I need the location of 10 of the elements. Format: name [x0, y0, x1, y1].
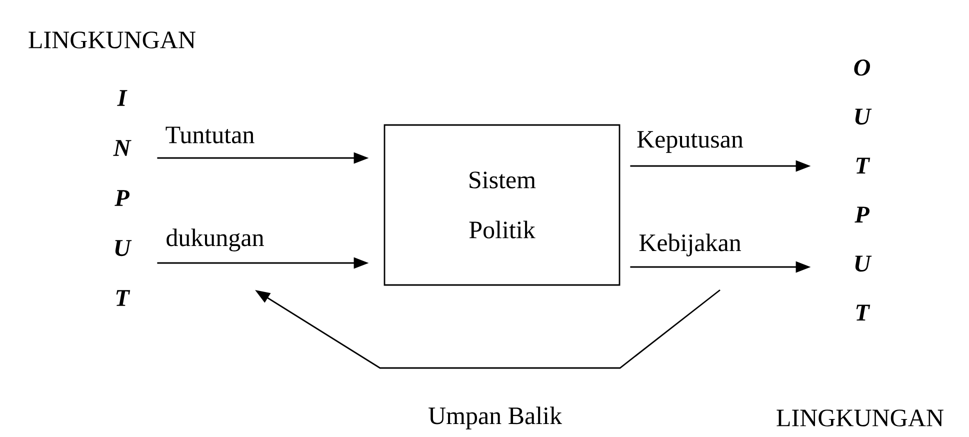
system-box: Sistem Politik	[384, 124, 620, 286]
vertical-word: O U T P U T	[854, 60, 872, 320]
edge-label: Kebijakan	[638, 232, 742, 258]
text-label: LINGKUNGAN	[28, 32, 196, 48]
edge-label: Tuntutan	[164, 126, 256, 144]
text-label: LINGKUNGAN	[776, 410, 944, 426]
text-label: Umpan Balik	[428, 406, 562, 430]
edge-label: Keputusan	[636, 130, 744, 154]
edge-label: dukungan	[164, 228, 266, 252]
vertical-word: I N P U T	[113, 90, 132, 306]
